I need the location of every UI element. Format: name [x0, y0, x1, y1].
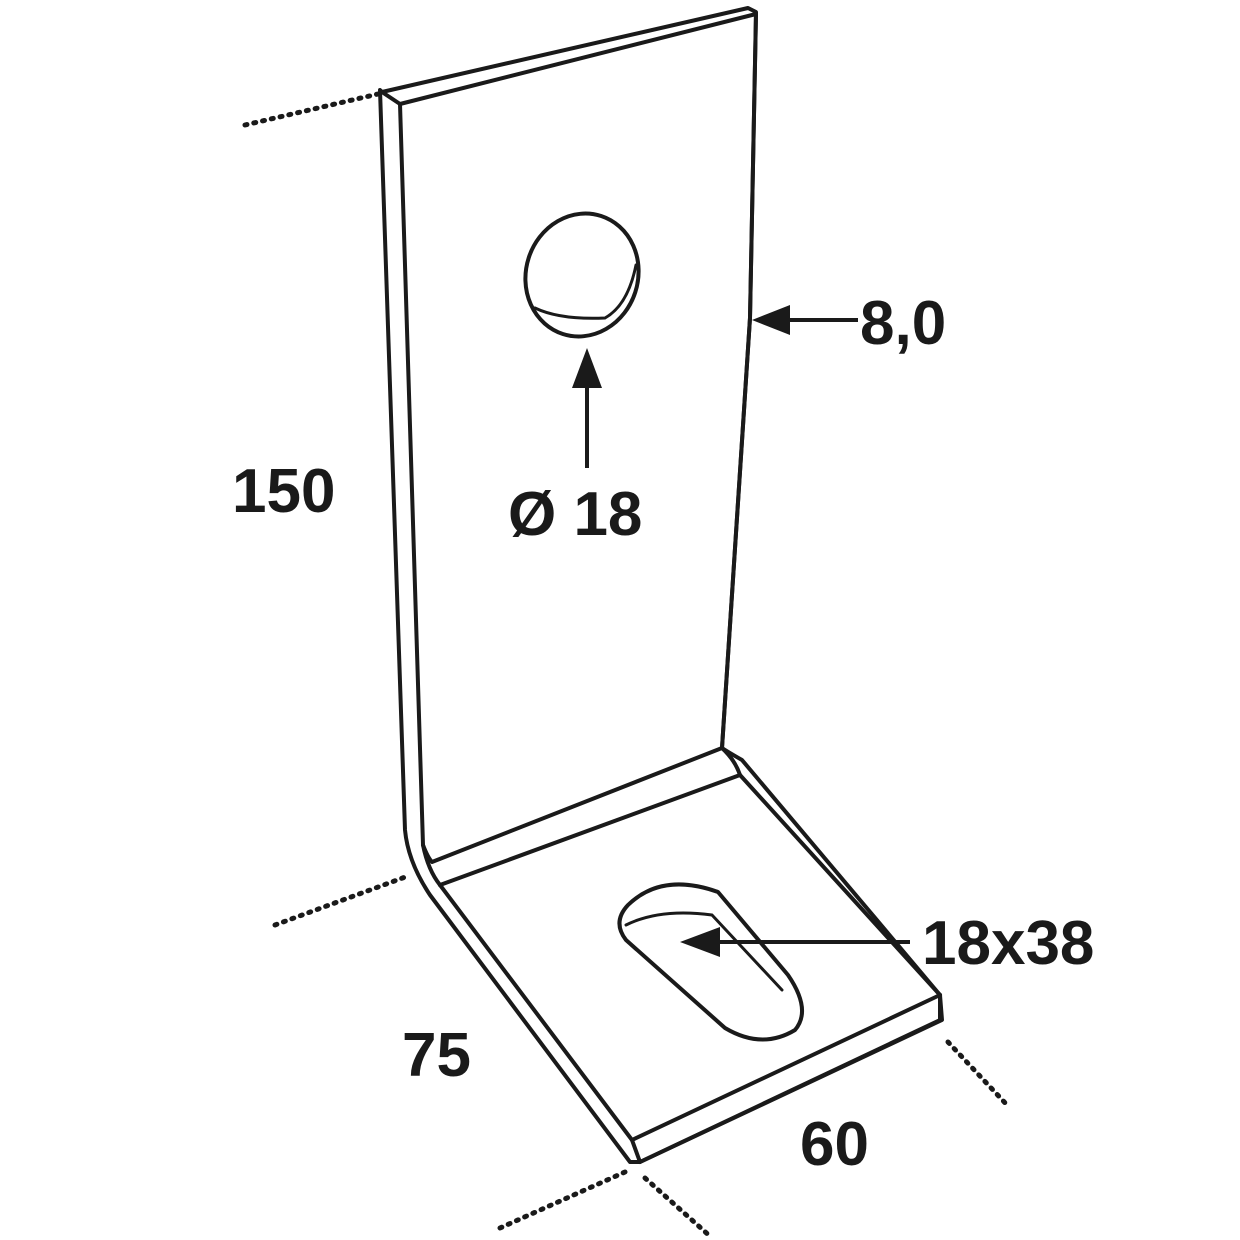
- slot-hole-inner-edge: [624, 911, 784, 992]
- bend-curve-right: [720, 746, 742, 777]
- round-hole-inner-edge: [533, 263, 638, 320]
- base-plate-thickness-right: [638, 993, 944, 1164]
- vertical-plate-right-edge: [720, 12, 758, 750]
- base-plate-right-edge: [738, 773, 942, 997]
- extension-line-base-right: [945, 1039, 1011, 1109]
- vertical-plate-left-inner-edge: [398, 102, 425, 847]
- extension-line-base-left: [272, 873, 411, 928]
- round-hole-rim: [523, 211, 641, 339]
- base-depth-label: 75: [402, 1021, 471, 1090]
- hole-diameter-arrow-head: [572, 348, 602, 388]
- slot-arrow: [680, 927, 910, 957]
- extension-line-top: [242, 91, 381, 128]
- thickness-label: 8,0: [860, 289, 946, 358]
- slot-hole-rim: [617, 882, 805, 1042]
- thickness-arrow: [752, 305, 858, 335]
- angle-bracket: [378, 6, 944, 1164]
- base-plate-thickness-front: [630, 1138, 642, 1164]
- dimension-labels: 150 8,0 Ø 18 18x38 75 60: [232, 289, 1094, 1179]
- slot-arrow-head: [680, 927, 720, 957]
- extension-line-bottom-left: [497, 1169, 628, 1231]
- bend-curve-left: [421, 843, 442, 887]
- hole-diameter-label: Ø 18: [508, 480, 642, 549]
- leader-arrows: [572, 305, 910, 957]
- thickness-arrow-head: [752, 305, 790, 335]
- hole-diameter-arrow: [572, 348, 602, 468]
- bend-line-outer: [438, 773, 742, 887]
- bracket-outline: [378, 6, 942, 1164]
- slot-hole: [617, 882, 805, 1042]
- width-label: 60: [800, 1110, 869, 1179]
- height-label: 150: [232, 457, 335, 526]
- slot-size-label: 18x38: [922, 909, 1094, 978]
- round-hole: [523, 211, 641, 339]
- extension-lines: [242, 91, 1011, 1240]
- extension-line-bottom-right: [642, 1175, 715, 1240]
